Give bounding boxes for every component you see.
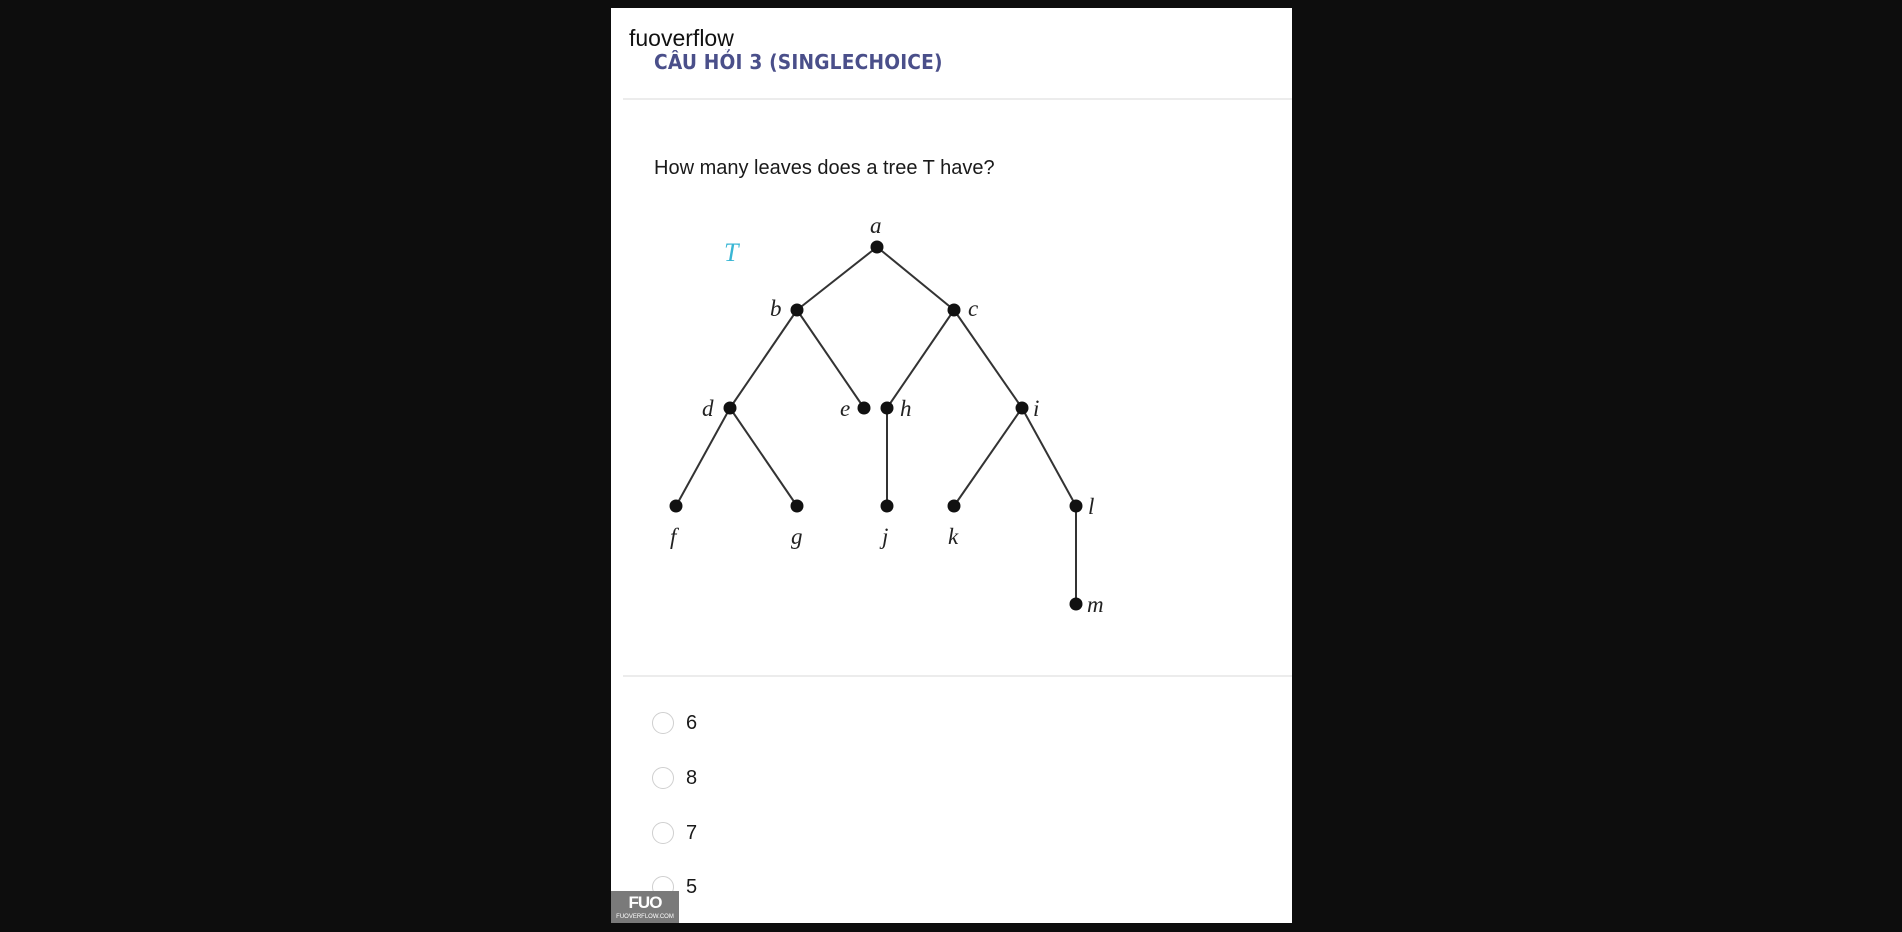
edge-c-i [953, 309, 1023, 409]
label-d: d [702, 396, 714, 421]
radio-button[interactable] [652, 822, 674, 844]
node-i [1015, 401, 1029, 415]
node-c [947, 303, 961, 317]
divider [623, 675, 1292, 677]
node-j [880, 499, 894, 513]
label-a: a [870, 213, 882, 238]
answer-label: 7 [686, 821, 698, 844]
node-h [880, 401, 894, 415]
answer-label: 5 [686, 875, 698, 898]
edge-d-g [729, 407, 798, 507]
question-header: CÂU HỎI 3 (SINGLECHOICE) [654, 50, 943, 74]
edge-a-c [876, 246, 955, 311]
tree-diagram: T a b c d e h i f g j k l m [669, 213, 1104, 617]
answer-label: 6 [686, 711, 698, 734]
label-j: j [879, 524, 888, 549]
question-card: fuoverflow CÂU HỎI 3 (SINGLECHOICE) How … [611, 8, 1292, 923]
watermark-site: FUOVERFLOW.COM [616, 914, 674, 920]
label-g: g [791, 524, 803, 549]
node-m [1069, 597, 1083, 611]
node-g [790, 499, 804, 513]
node-e [857, 401, 871, 415]
label-b: b [770, 296, 782, 321]
node-l [1069, 499, 1083, 513]
answer-option[interactable]: 6 [652, 707, 697, 739]
label-e: e [840, 396, 850, 421]
label-m: m [1087, 592, 1104, 617]
edge-i-l [1021, 407, 1077, 507]
node-a [870, 240, 884, 254]
edge-a-b [796, 246, 878, 311]
label-c: c [968, 296, 978, 321]
tree-label: T [724, 238, 740, 267]
node-f [669, 499, 683, 513]
radio-button[interactable] [652, 767, 674, 789]
label-h: h [900, 396, 912, 421]
label-f: f [670, 524, 680, 549]
label-l: l [1088, 494, 1094, 519]
answer-option[interactable]: 8 [652, 762, 697, 794]
label-k: k [948, 524, 959, 549]
node-b [790, 303, 804, 317]
site-name: fuoverflow [629, 25, 734, 51]
watermark-logo-text: FUO [628, 893, 663, 912]
edge-c-h [886, 309, 955, 409]
node-d [723, 401, 737, 415]
answer-label: 8 [686, 766, 698, 789]
label-i: i [1033, 396, 1039, 421]
watermark-logo: FUO FUOVERFLOW.COM [611, 891, 679, 923]
edge-i-k [953, 407, 1023, 507]
node-k [947, 499, 961, 513]
question-text: How many leaves does a tree T have? [654, 157, 995, 179]
radio-button[interactable] [652, 712, 674, 734]
divider [623, 98, 1292, 100]
answer-option[interactable]: 7 [652, 817, 697, 849]
edge-b-d [729, 309, 798, 409]
edge-b-e [796, 309, 865, 409]
edge-d-f [675, 407, 731, 507]
